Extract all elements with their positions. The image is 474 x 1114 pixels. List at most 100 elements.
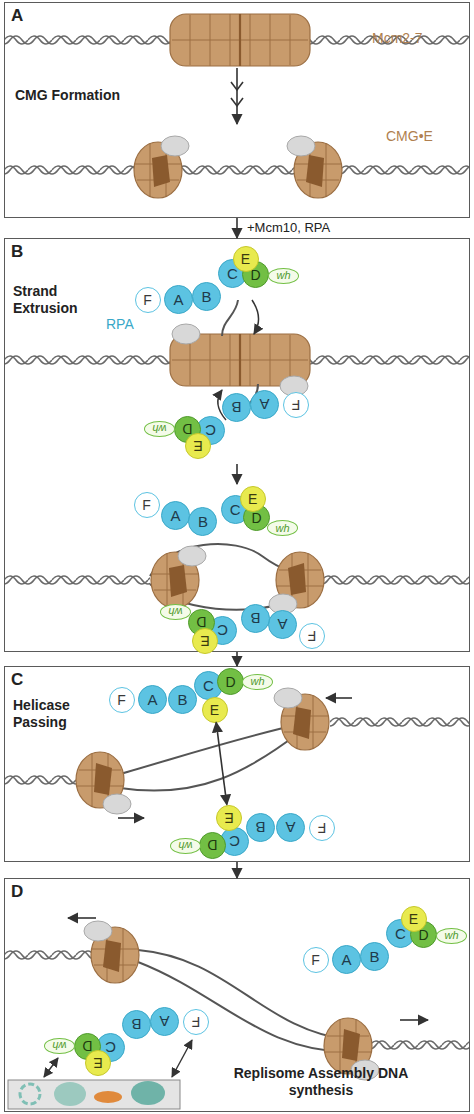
domain-letter: B [256,820,266,835]
panel-letter: D [11,882,23,902]
domain-letter: C [203,678,214,693]
domain-letter: A [173,292,183,307]
domain-letter: B [198,514,208,529]
ssdna-strand [138,962,350,1052]
ssdna-strand [222,300,238,336]
domain-letter: C [217,623,228,638]
rpa-domain-circle: B [168,685,197,714]
exchange-arrow [44,1058,58,1077]
domain-letter: A [341,952,351,967]
domain-letter: D [196,615,206,629]
panel-box: BStrand ExtrusionFABCDEwhFABCDEwhFABCDEw… [4,238,470,652]
rpa-domain-circle: E [233,246,259,272]
cmg-helicase [287,136,342,198]
domain-letter: E [210,703,219,717]
panel-title: Replisome Assembly DNA synthesis [229,1065,413,1099]
dna-duplex [4,162,470,178]
domain-letter: F [117,693,126,707]
rpa-domain-circle: E [240,486,266,512]
rpa-domain-circle: wh [436,928,467,944]
domain-letter: wh [152,423,166,434]
direction-arrow [68,917,96,919]
domain-letter: A [171,508,181,523]
cmg-helicase [84,921,139,983]
domain-letter: E [224,811,233,825]
rpa-domain-circle: wh [170,838,201,854]
panel-letter: B [11,242,23,262]
flow-arrow [216,722,227,804]
rpa-domain-circle: wh [144,421,175,437]
domain-letter: E [241,252,250,266]
domain-letter: A [286,820,296,835]
domain-letter: C [230,502,241,517]
rpa-domain-circle: F [283,392,309,418]
rpa-domain-circle: E [216,805,242,831]
domain-letter: wh [250,676,264,687]
domain-letter: A [277,617,287,632]
rpa-domain-circle: wh [268,268,299,284]
dna-duplex [4,947,94,963]
rpa-domain-circle: A [268,610,297,639]
domain-letter: E [409,912,418,926]
step-arrow [231,82,243,106]
direction-arrow [326,697,352,699]
rpa-domain-circle: A [138,685,167,714]
domain-letter: D [225,675,235,689]
rpa-domain-circle: B [222,393,251,422]
replisome-factors-box [8,1080,180,1109]
rpa-domain-circle: E [192,628,218,654]
dna-duplex [4,572,150,588]
panel-box: DReplisome Assembly DNA synthesisFABCDEw… [4,878,470,1112]
domain-letter: F [311,953,320,967]
polymerase [131,1081,165,1105]
domain-letter: A [147,692,157,707]
domain-letter: E [193,439,202,453]
rpa-domain-circle: wh [267,520,298,536]
domain-letter: B [132,1017,142,1032]
ssdna-strand [120,724,300,774]
cmg-helicase [274,688,329,750]
domain-letter: B [369,949,379,964]
protein-label: Mcm2-7 [372,30,423,46]
domain-letter: B [250,611,260,626]
dna-duplex [4,772,80,788]
direction-arrow [118,817,144,819]
rpa-domain-circle: A [332,945,361,974]
rpa-domain-circle: B [241,604,270,633]
domain-letter: F [143,293,152,307]
gins-cdc45 [172,324,200,344]
domain-letter: F [291,398,300,412]
rpa-domain-circle: A [276,813,305,842]
domain-letter: A [260,397,270,412]
rpa-domain-circle: E [401,906,427,932]
rpa-domain-circle: A [150,1007,179,1036]
rpa-domain-circle: F [299,623,325,649]
domain-letter: wh [178,840,192,851]
ssdna-strand [138,950,350,1040]
flow-arrow [236,218,238,238]
rpa-domain-circle: wh [242,674,273,690]
edge-label: +Mcm10, RPA [247,220,330,235]
domain-letter: F [191,1015,200,1029]
domain-letter: wh [52,1040,66,1051]
panel-letter: A [11,6,23,26]
rpa-domain-circle: B [246,813,275,842]
domain-letter: wh [275,523,289,534]
domain-letter: F [307,629,316,643]
dna-duplex [370,1037,470,1053]
rpa-domain-circle: F [309,815,335,841]
domain-letter: A [160,1014,170,1029]
dna-duplex [330,714,470,730]
domain-letter: B [177,692,187,707]
rpa-domain-circle: B [188,507,217,536]
rpa-domain-circle: E [202,697,228,723]
exchange-arrow [172,1040,192,1077]
rpa-domain-circle: B [122,1010,151,1039]
direction-arrow [400,1019,428,1021]
cmg-helicase [269,552,324,614]
domain-letter: B [232,400,242,415]
rpa-domain-circle: F [135,287,161,313]
pcna-ring [20,1084,40,1104]
domain-letter: F [317,821,326,835]
